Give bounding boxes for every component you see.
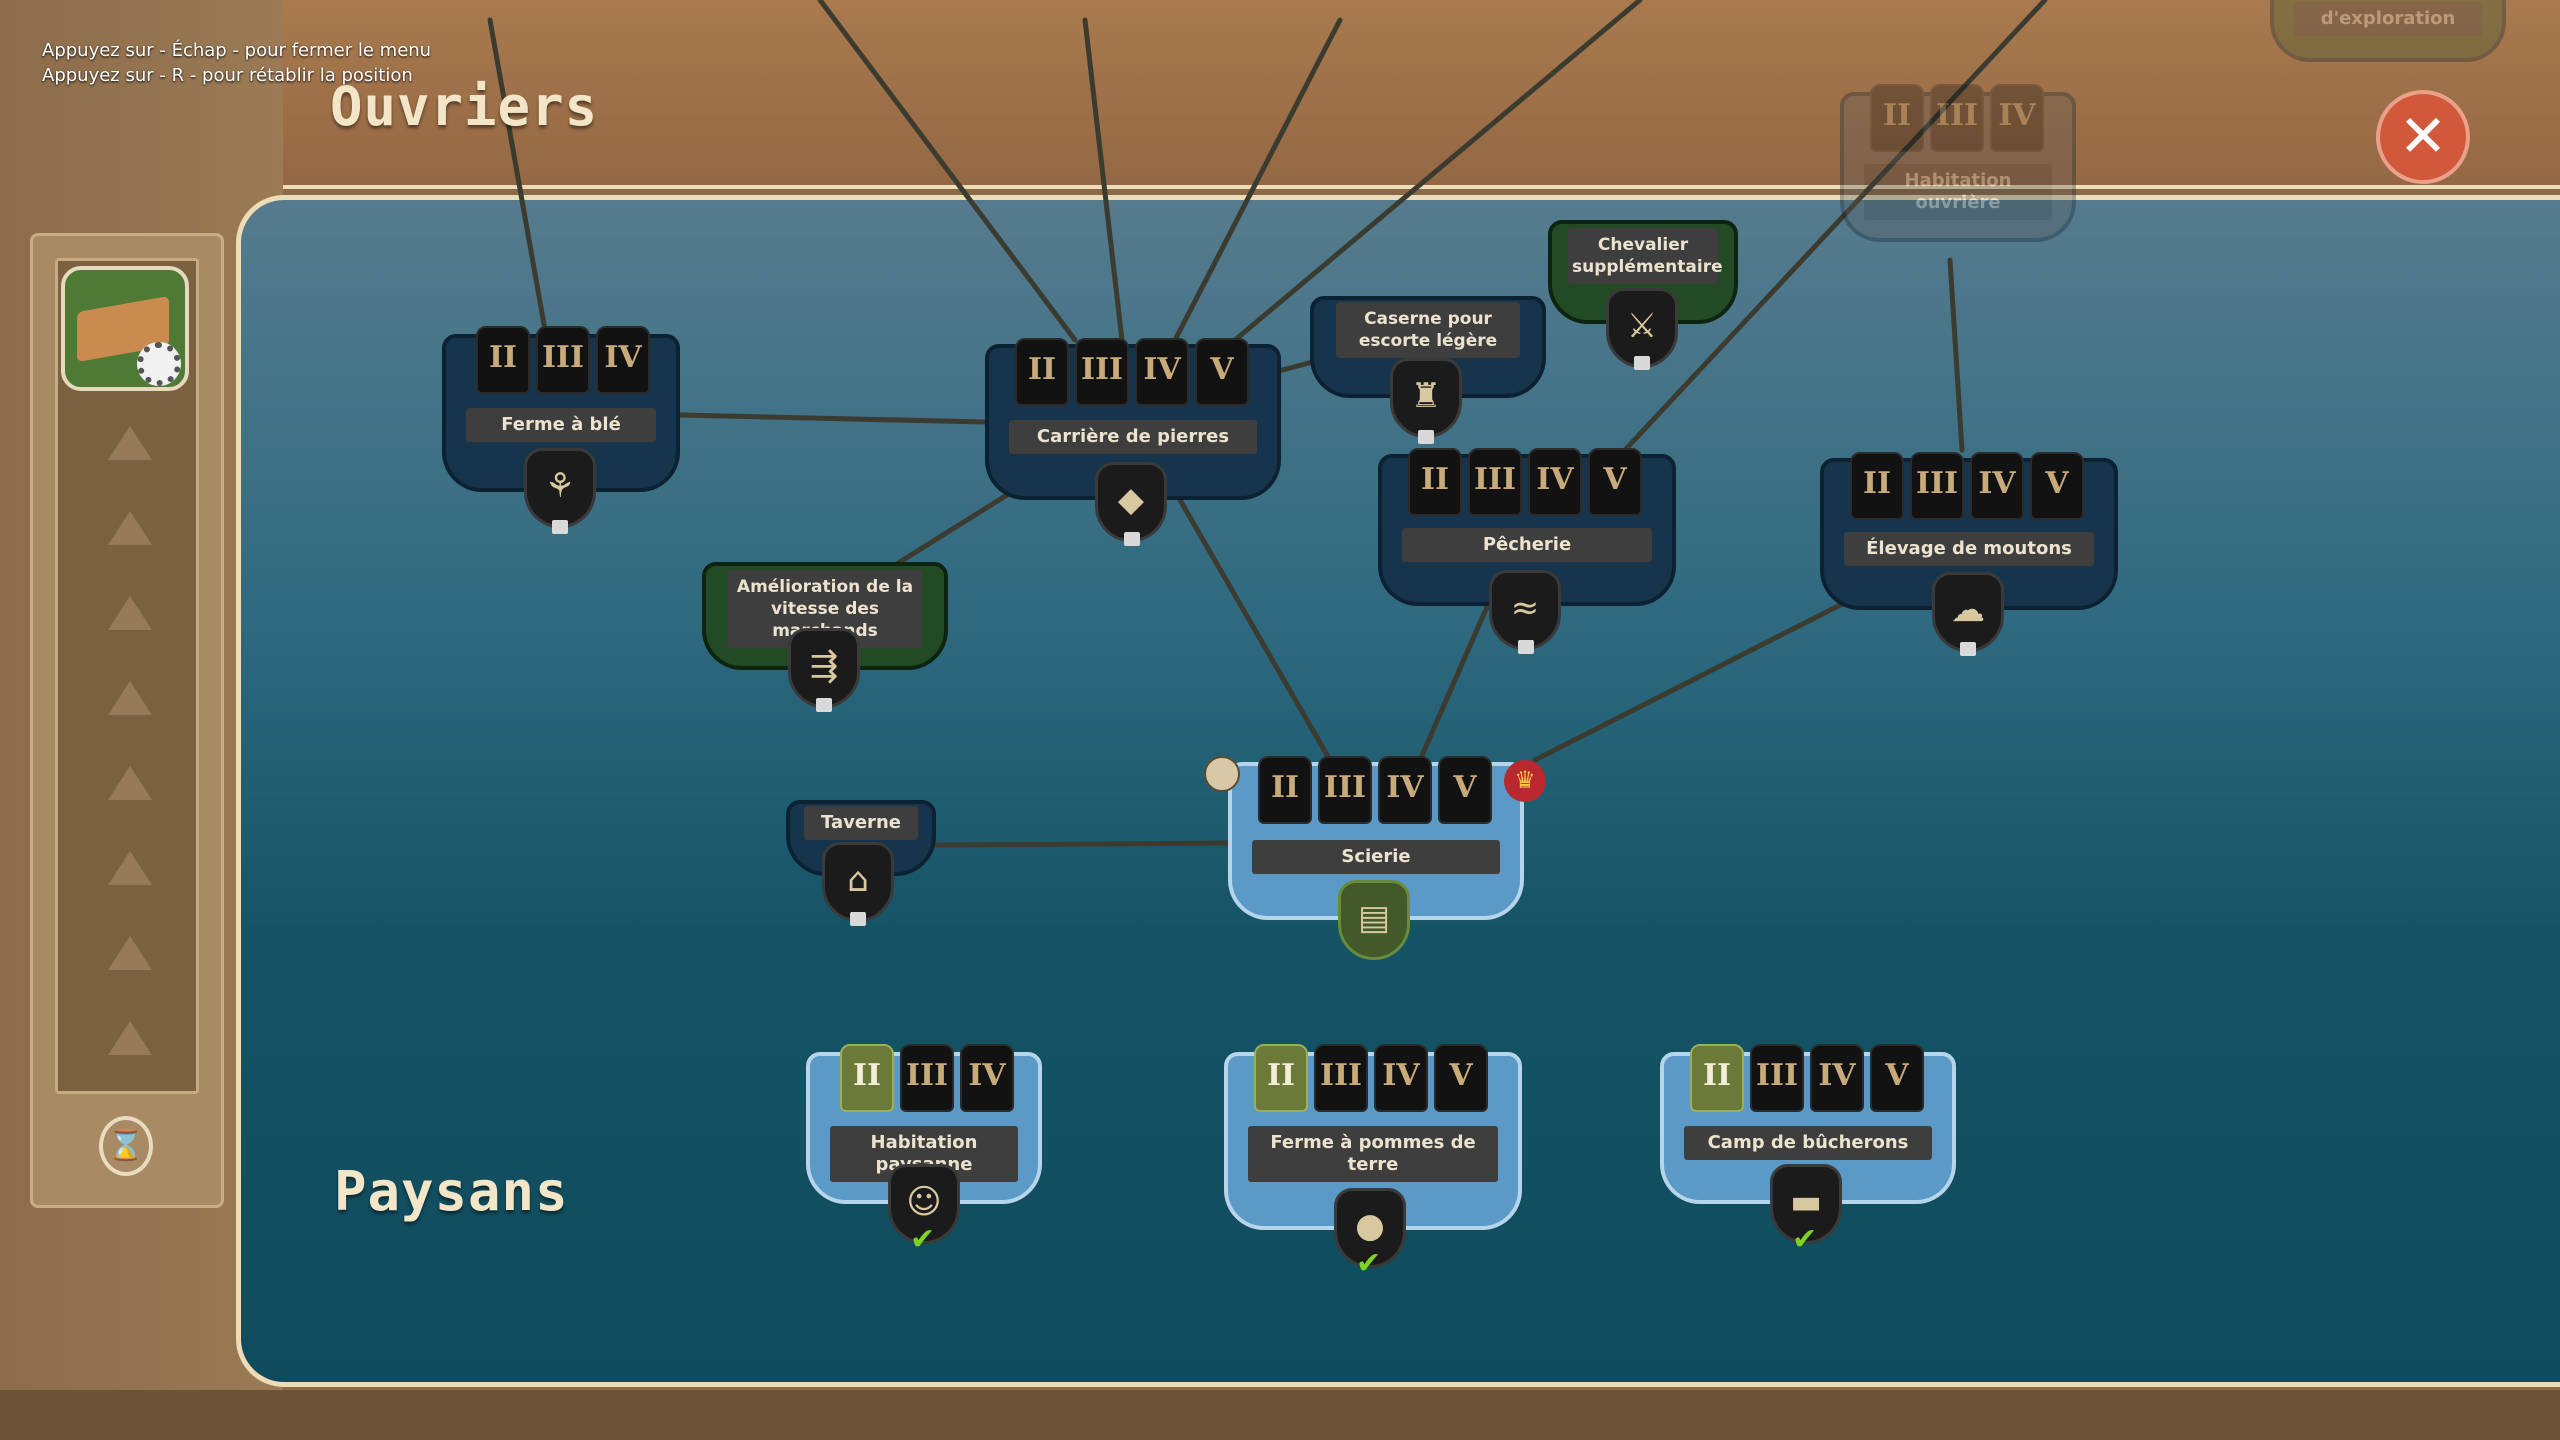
tier-2[interactable]: II <box>1258 756 1312 824</box>
lock-icon <box>850 912 866 926</box>
check-icon: ✔ <box>1792 1222 1818 1257</box>
lock-icon <box>816 698 832 712</box>
tier-4[interactable]: IV <box>1374 1044 1428 1112</box>
lock-icon <box>1124 532 1140 546</box>
tier-4[interactable]: IV <box>1970 452 2024 520</box>
arrow-up-icon <box>108 426 152 460</box>
card-ferme-a-pommes-de-terre[interactable]: II III IV V Ferme à pommes de terre <box>1224 1044 1522 1230</box>
tier-3[interactable]: III <box>1314 1044 1368 1112</box>
potato-icon[interactable]: ● <box>1334 1188 1406 1268</box>
card-title: d'exploration <box>2294 2 2482 36</box>
card-title: Pêcherie <box>1402 528 1652 562</box>
arrow-up-icon <box>108 1021 152 1055</box>
tier-3[interactable]: III <box>1318 756 1372 824</box>
arrow-up-icon <box>108 936 152 970</box>
reset-hint: Appuyez sur - R - pour rétablir la posit… <box>42 65 413 86</box>
tier-4[interactable]: IV <box>1990 84 2044 152</box>
cart-icon[interactable]: ⇶ <box>788 628 860 708</box>
bottom-edge <box>0 1390 2560 1440</box>
sheep-icon[interactable]: ☁ <box>1932 572 2004 652</box>
tier-2[interactable]: II <box>1408 448 1462 516</box>
card-exploration[interactable]: d'exploration <box>2270 0 2506 62</box>
check-icon: ✔ <box>910 1222 936 1257</box>
tier-3[interactable]: III <box>1750 1044 1804 1112</box>
tier-3[interactable]: III <box>1910 452 1964 520</box>
lock-icon <box>1418 430 1434 444</box>
arrow-up-icon <box>108 511 152 545</box>
tier-5[interactable]: V <box>1434 1044 1488 1112</box>
tier-3[interactable]: III <box>1075 338 1129 406</box>
card-habitation-paysanne[interactable]: II III IV Habitation paysanne <box>806 1044 1042 1204</box>
card-title: Chevalier supplémentaire <box>1568 228 1723 284</box>
tier-3[interactable]: III <box>900 1044 954 1112</box>
arrow-up-icon <box>108 681 152 715</box>
log-icon[interactable]: ▬ <box>1770 1164 1842 1244</box>
card-title: Ferme à blé <box>466 408 656 442</box>
tier-5[interactable]: V <box>2030 452 2084 520</box>
fish-icon[interactable]: ≈ <box>1489 570 1561 650</box>
tier-2[interactable]: II <box>1015 338 1069 406</box>
lock-icon <box>1960 642 1976 656</box>
planks-icon[interactable]: ▤ <box>1338 880 1410 960</box>
card-title: Élevage de moutons <box>1844 532 2094 566</box>
tier-4[interactable]: IV <box>1810 1044 1864 1112</box>
card-title: Ferme à pommes de terre <box>1248 1126 1498 1182</box>
tier-2[interactable]: II <box>1254 1044 1308 1112</box>
hourglass-icon <box>1204 756 1240 792</box>
tier-5[interactable]: V <box>1870 1044 1924 1112</box>
hourglass-icon[interactable]: ⌛ <box>99 1116 153 1176</box>
tier-2[interactable]: II <box>840 1044 894 1112</box>
tier-5[interactable]: V <box>1438 756 1492 824</box>
tier-5[interactable]: V <box>1588 448 1642 516</box>
lock-icon <box>552 520 568 534</box>
tier-3[interactable]: III <box>1930 84 1984 152</box>
escape-hint: Appuyez sur - Échap - pour fermer le men… <box>42 40 432 61</box>
selected-building-thumbnail[interactable] <box>61 266 189 391</box>
tier-3[interactable]: III <box>1468 448 1522 516</box>
card-habitation-ouvriere[interactable]: II III IV Habitation ouvrière <box>1840 84 2076 242</box>
lock-icon <box>1518 640 1534 654</box>
barracks-icon[interactable]: ♜ <box>1390 358 1462 438</box>
gear-icon <box>137 342 181 386</box>
peasant-house-icon[interactable]: ☺ <box>888 1164 960 1244</box>
section-title-ouvriers: Ouvriers <box>330 75 599 138</box>
tier-4[interactable]: IV <box>960 1044 1014 1112</box>
ouvriers-tier-band <box>283 0 2560 189</box>
card-title: Taverne <box>804 806 918 840</box>
sidebar-panel: ⌛ <box>30 233 224 1208</box>
card-ferme-a-ble[interactable]: II III IV Ferme à blé <box>442 326 680 492</box>
card-camp-de-bucherons[interactable]: II III IV V Camp de bûcherons <box>1660 1044 1956 1204</box>
tier-3[interactable]: III <box>536 326 590 394</box>
tier-2[interactable]: II <box>476 326 530 394</box>
wheat-icon[interactable]: ⚘ <box>524 448 596 528</box>
stone-icon[interactable]: ◆ <box>1095 462 1167 542</box>
card-elevage-de-moutons[interactable]: II III IV V Élevage de moutons <box>1820 452 2118 610</box>
tier-4[interactable]: IV <box>1378 756 1432 824</box>
tier-2[interactable]: II <box>1870 84 1924 152</box>
sidebar-scroll-track[interactable] <box>55 258 199 1094</box>
card-title: Habitation ouvrière <box>1864 164 2052 220</box>
tier-4[interactable]: IV <box>1528 448 1582 516</box>
tier-2[interactable]: II <box>1690 1044 1744 1112</box>
card-title: Carrière de pierres <box>1009 420 1257 454</box>
tavern-icon[interactable]: ⌂ <box>822 842 894 922</box>
tier-5[interactable]: V <box>1195 338 1249 406</box>
tier-4[interactable]: IV <box>1135 338 1189 406</box>
arrow-up-icon <box>108 596 152 630</box>
arrow-up-icon <box>108 766 152 800</box>
card-title: Scierie <box>1252 840 1500 874</box>
tier-2[interactable]: II <box>1850 452 1904 520</box>
lock-icon <box>1634 356 1650 370</box>
check-icon: ✔ <box>1356 1246 1382 1281</box>
section-title-paysans: Paysans <box>334 1160 569 1223</box>
arrow-up-icon <box>108 851 152 885</box>
knight-icon[interactable]: ⚔ <box>1606 288 1678 368</box>
card-title: Camp de bûcherons <box>1684 1126 1932 1160</box>
card-carriere-de-pierres[interactable]: II III IV V Carrière de pierres <box>985 338 1281 500</box>
crown-icon: ♛ <box>1504 760 1546 802</box>
tier-4[interactable]: IV <box>596 326 650 394</box>
close-button[interactable]: ✕ <box>2376 90 2470 184</box>
card-title: Caserne pour escorte légère <box>1336 302 1520 358</box>
